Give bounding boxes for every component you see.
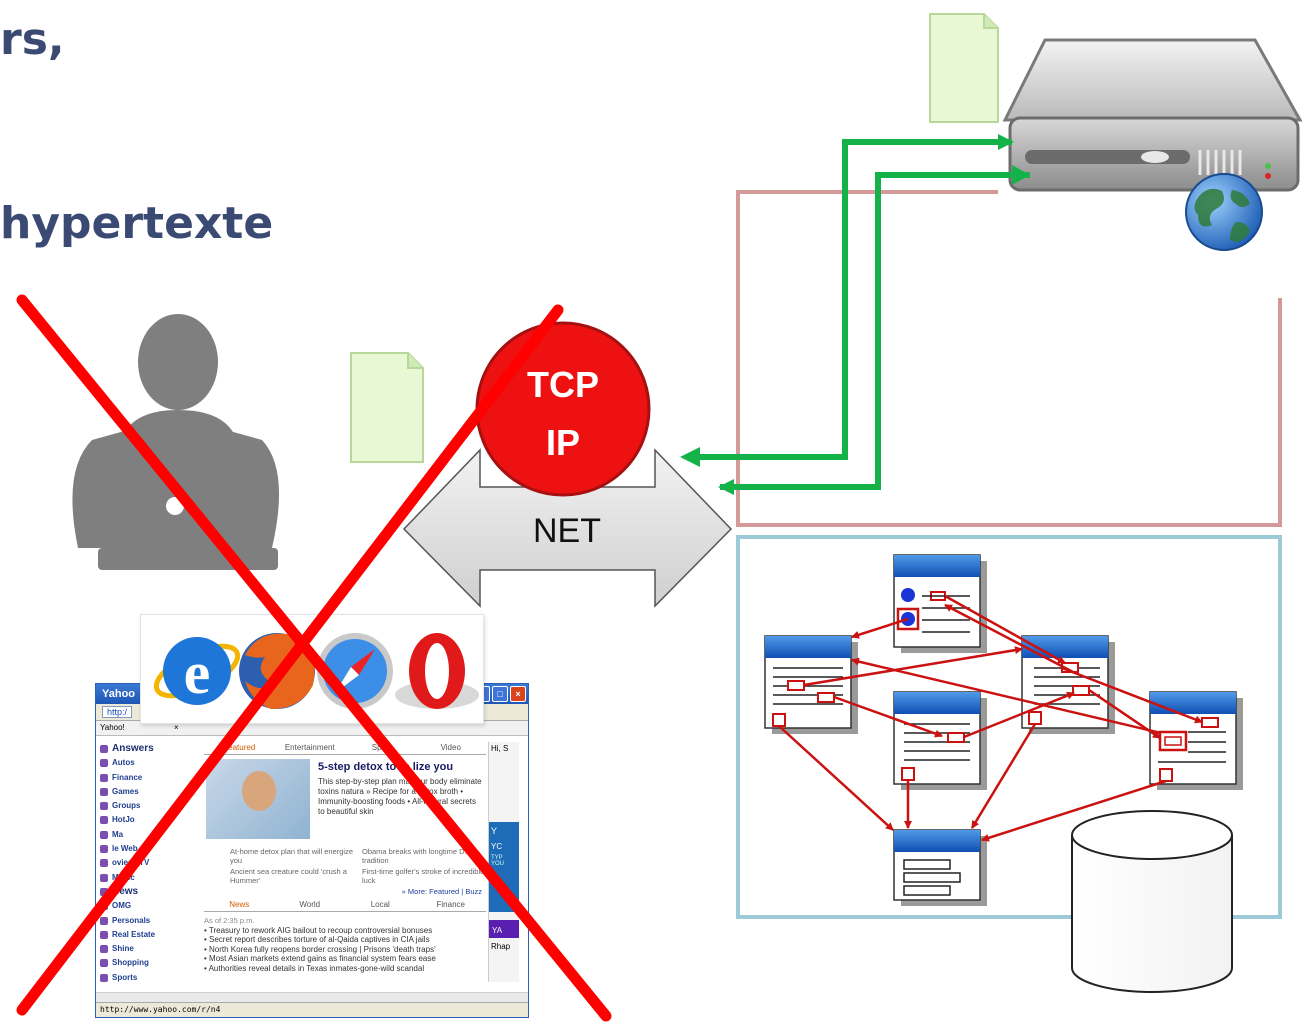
tcp-ip-circle — [475, 321, 651, 497]
sidebar-item[interactable]: le Web — [98, 842, 202, 856]
mini-story[interactable]: First-time golfer's stroke of incredible… — [362, 867, 485, 885]
promo-text: YC — [491, 842, 503, 851]
tab-sports[interactable]: Spor — [371, 743, 389, 752]
feature-photo[interactable] — [206, 759, 310, 839]
sidebar-item[interactable]: Real Estate — [98, 928, 202, 942]
window-title: Yahoo — [102, 688, 136, 700]
ip-label: IP — [546, 422, 580, 463]
sidebar-item[interactable]: Personals — [98, 914, 202, 928]
news-item[interactable]: • Most Asian markets extend gains as fin… — [204, 954, 436, 963]
sidebar-item[interactable]: Groups — [98, 799, 202, 813]
tab-world[interactable]: World — [299, 900, 321, 909]
yahoo-promo[interactable]: Y YC TYP YOU — [489, 822, 519, 912]
net-label: NET — [533, 512, 601, 550]
promo-text: Y — [491, 826, 498, 836]
purple-button[interactable]: YA — [489, 920, 519, 938]
web-page-doc — [893, 829, 987, 906]
sidebar-item[interactable]: Autos — [98, 756, 202, 770]
feature-headline[interactable]: 5-step detox to re lize you — [318, 761, 454, 773]
browser-window: Yahoo _ □ × http:/ Yahoo! × Answers Auto… — [95, 683, 529, 1018]
tab-local[interactable]: Local — [370, 900, 390, 909]
more-link[interactable]: » More: Featured | Buzz — [401, 887, 482, 896]
sidebar-item[interactable]: Games — [98, 785, 202, 799]
news-item[interactable]: • North Korea fully reopens border cross… — [204, 944, 436, 954]
news-item[interactable]: • Secret report describes torture of al-… — [204, 935, 430, 944]
tcp-label: TCP — [527, 364, 599, 405]
sidebar-item[interactable]: Music — [98, 871, 202, 885]
right-panel: Hi, S Y YC TYP YOU YA Rhap — [488, 742, 519, 982]
sidebar-item[interactable]: News — [98, 885, 202, 899]
news-timestamp: As of 2:35 p.m. — [204, 916, 255, 925]
feature-blurb: This step-by-step plan ma your body elim… — [318, 777, 482, 816]
address-text[interactable]: http:/ — [102, 706, 133, 718]
document-icon — [929, 13, 999, 123]
opera-icon — [395, 633, 479, 709]
document-icon — [350, 352, 424, 463]
sidebar-item[interactable]: Answers — [98, 742, 202, 756]
mini-story[interactable]: Obama breaks with longtime D.C. traditio… — [362, 847, 475, 865]
status-bar: http://www.yahoo.com/r/n4 — [96, 1002, 528, 1017]
web-server-icon — [1002, 38, 1303, 192]
slide-title-line-2: hypertexte — [0, 198, 274, 249]
promo-text: Rhap — [491, 942, 511, 951]
tab-news[interactable]: News — [229, 900, 250, 909]
news-item[interactable]: • Authorities reveal details in Texas in… — [204, 963, 425, 973]
svg-text:e: e — [184, 640, 211, 706]
feature-story: 5-step detox to re lize you This step-by… — [204, 755, 486, 841]
slide-title-line-1: rs, — [0, 14, 65, 65]
sidebar: Answers Autos Finance Games Groups HotJo… — [98, 742, 202, 985]
sidebar-item[interactable]: Sports — [98, 971, 202, 985]
feature-tabs: Featured Entertainment Spor Video — [204, 742, 486, 755]
tab-video[interactable]: Video — [440, 743, 461, 752]
sidebar-item[interactable]: OMG — [98, 899, 202, 913]
response-arrow — [718, 172, 1030, 495]
server-side-box — [736, 190, 1282, 527]
greeting: Hi, S — [491, 744, 509, 753]
tab-finance[interactable]: Finance — [436, 900, 465, 909]
web-page-doc — [1021, 635, 1115, 734]
news-list: As of 2:35 p.m. • Treasury to rework AIG… — [204, 916, 486, 973]
request-arrow — [687, 134, 1014, 460]
news-item[interactable]: • Treasury to rework AIG bailout to reco… — [204, 925, 433, 935]
maximize-icon[interactable]: □ — [492, 686, 508, 702]
document-web — [764, 554, 1243, 906]
promo-text: TYP YOU — [491, 855, 505, 867]
sidebar-item[interactable]: HotJo — [98, 813, 202, 827]
web-page-doc — [893, 554, 987, 653]
main-content: Featured Entertainment Spor Video 5-step… — [204, 742, 486, 973]
safari-icon — [317, 633, 393, 709]
laptop-logo-icon — [166, 497, 184, 515]
sidebar-item[interactable]: Finance — [98, 771, 202, 785]
web-page-doc — [893, 691, 987, 790]
news-tabs: News World Local Finance — [204, 899, 486, 912]
close-icon[interactable]: × — [510, 686, 526, 702]
globe-icon — [1185, 173, 1263, 251]
firefox-icon — [239, 633, 315, 709]
sidebar-item[interactable]: Shine — [98, 942, 202, 956]
database-icon — [1071, 810, 1233, 993]
web-page-doc — [764, 635, 858, 734]
browser-logos: e — [140, 614, 484, 724]
promo-text: YA — [492, 926, 503, 935]
mini-story[interactable]: At-home detox plan that will energize yo… — [230, 847, 353, 865]
sidebar-item[interactable]: Ma — [98, 828, 202, 842]
tab-featured[interactable]: Featured — [223, 743, 256, 752]
mini-story[interactable]: Ancient sea creature could 'crush a Humm… — [230, 867, 347, 885]
tab-label: Yahoo! — [100, 723, 125, 732]
mini-stories: At-home detox plan that will energize yo… — [204, 841, 486, 887]
web-content-box — [736, 535, 1282, 919]
sidebar-item[interactable]: Shopping — [98, 956, 202, 970]
internet-explorer-icon: e — [153, 637, 241, 706]
sidebar-item[interactable]: ovies | TV — [98, 856, 202, 870]
tab-entertainment[interactable]: Entertainment — [284, 743, 335, 752]
user-laptop-icon — [72, 314, 280, 570]
